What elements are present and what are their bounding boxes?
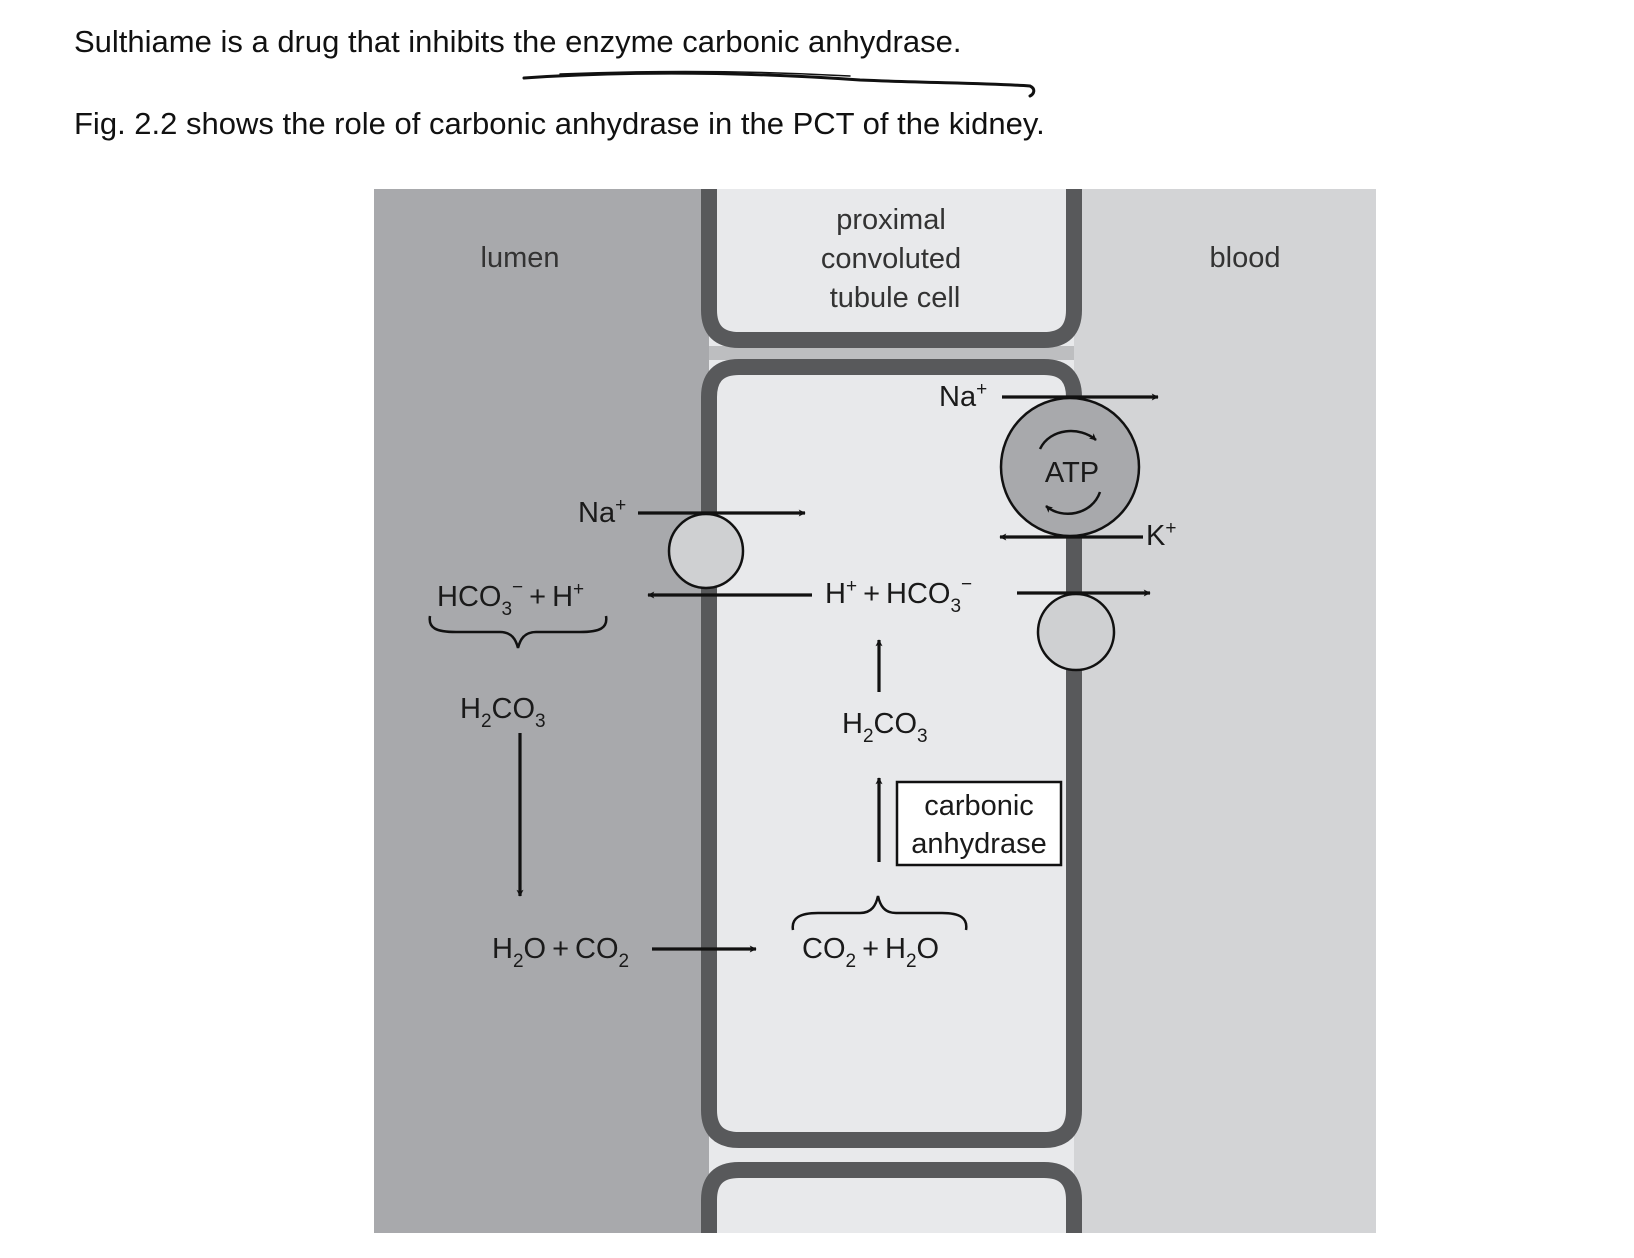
co2-h2o-cell-label: CO2+H2O xyxy=(802,933,939,972)
blood-label: blood xyxy=(1210,242,1281,274)
bicarbonate-carrier xyxy=(1036,592,1116,672)
na-pump-label: Na+ xyxy=(939,379,987,413)
cell-label-line3: tubule cell xyxy=(830,282,961,314)
lumen-region xyxy=(374,189,709,1233)
cell-brace xyxy=(791,895,968,931)
pump-rotation-arrow-top xyxy=(1038,429,1097,450)
cell-label-line2: convoluted xyxy=(821,243,961,275)
enzyme-label-line1: carbonic xyxy=(924,790,1034,822)
pct-cell-membrane xyxy=(701,359,1082,1148)
handwritten-underline xyxy=(522,70,1036,98)
pump-rotation-arrow-bottom xyxy=(1045,491,1102,515)
h2co3-cell-label: H2CO3 xyxy=(842,708,928,747)
lower-cell-membrane xyxy=(701,1162,1082,1233)
enzyme-label-line2: anhydrase xyxy=(911,828,1046,860)
lumen-label: lumen xyxy=(481,242,560,274)
intercellular-gap xyxy=(709,346,1074,360)
question-line-2: Fig. 2.2 shows the role of carbonic anhy… xyxy=(74,106,1045,141)
cell-label-line1: proximal xyxy=(836,204,946,236)
upper-cell-membrane xyxy=(701,189,1082,348)
na-lumen-label: Na+ xyxy=(578,495,626,529)
blood-region xyxy=(1074,189,1376,1233)
h2o-co2-lumen-label: H2O+CO2 xyxy=(492,933,629,972)
h-hco3-cell-label: H++HCO3− xyxy=(825,574,972,617)
atp-label: ATP xyxy=(1045,457,1099,489)
na-h-exchanger xyxy=(667,512,745,590)
hco3-h-lumen-label: HCO3−+H+ xyxy=(437,577,584,620)
question-line-1: Sulthiame is a drug that inhibits the en… xyxy=(74,24,962,59)
lumen-brace xyxy=(428,615,608,649)
carbonic-anhydrase-box xyxy=(895,780,1063,867)
k-label: K+ xyxy=(1146,518,1176,552)
h2co3-lumen-label: H2CO3 xyxy=(460,693,546,732)
